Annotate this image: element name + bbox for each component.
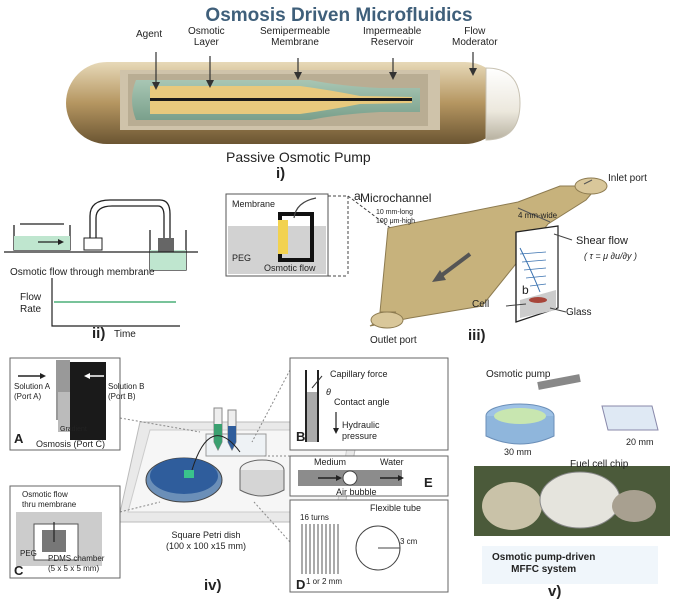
- iv-B-contact-angle: Contact angle: [334, 397, 390, 407]
- mffc-system-photo: [474, 374, 670, 584]
- label-reservoir: Impermeable Reservoir: [363, 26, 422, 48]
- panel-v-caption: Osmotic pump-driven MFFC system: [492, 552, 596, 575]
- iv-C-peg: PEG: [20, 549, 37, 558]
- iv-D-turns: 16 turns: [300, 513, 329, 522]
- panel-iv: A Solution A (Port A) Solution B (Port B…: [0, 352, 460, 604]
- label-shear-flow: Shear flow: [576, 235, 628, 247]
- panel-i-caption: Passive Osmotic Pump: [226, 149, 371, 165]
- iv-E-air-bubble: Air bubble: [336, 487, 377, 497]
- iv-A-gradient: Gradient: [60, 426, 87, 433]
- iv-petri-dish: Square Petri dish (100 x 100 x15 mm): [166, 530, 247, 551]
- panel-i: Agent Osmotic Layer Semipermeable Membra…: [0, 0, 678, 182]
- label-osmotic-pump: Osmotic pump: [486, 369, 551, 380]
- iv-C-chamber: PDMS chamber (5 x 5 x 5 mm): [48, 554, 105, 573]
- iv-B-letter: B: [296, 429, 306, 444]
- osmotic-pump-illustration: [66, 52, 521, 144]
- label-20mm: 20 mm: [626, 437, 654, 447]
- iv-A-solution-b: Solution B (Port B): [108, 382, 145, 401]
- iv-D-pitch: 1 or 2 mm: [306, 577, 343, 586]
- panel-v-numeral: v): [548, 583, 562, 600]
- panel-ii-numeral: ii): [92, 325, 106, 342]
- label-peg-iii: PEG: [232, 253, 252, 263]
- iv-E-water: Water: [380, 457, 404, 467]
- iv-B-hydraulic: Hydraulic pressure: [342, 420, 380, 441]
- iv-B-theta: θ: [326, 387, 331, 397]
- label-inlet-port: Inlet port: [608, 173, 647, 184]
- label-osmotic-layer: Osmotic Layer: [188, 26, 225, 48]
- label-outlet-port: Outlet port: [370, 335, 417, 346]
- iv-C-letter: C: [14, 563, 24, 578]
- panel-ii-caption: Osmotic flow through membrane: [10, 267, 155, 278]
- panel-iv-numeral: iv): [204, 577, 222, 594]
- label-flow-moderator: Flow Moderator: [452, 26, 498, 48]
- label-channel-dims: 10 mm-long 100 μm-high: [376, 209, 416, 225]
- iv-A-letter: A: [14, 431, 24, 446]
- label-30mm: 30 mm: [504, 447, 532, 457]
- iv-A-osmosis: Osmosis (Port C): [36, 439, 106, 449]
- label-fuel-cell-chip: Fuel cell chip: [570, 459, 629, 470]
- label-microchannel: Microchannel: [360, 191, 432, 205]
- label-membrane: Semipermeable Membrane: [260, 26, 331, 48]
- microchannel-illustration: [225, 177, 608, 329]
- label-b: b: [522, 283, 529, 297]
- label-shear-formula: ( τ = μ ∂u/∂y ): [584, 251, 637, 261]
- label-agent: Agent: [136, 29, 163, 40]
- panel-i-numeral: i): [276, 165, 286, 182]
- iv-C-flow: Osmotic flow thru membrane: [22, 490, 77, 509]
- iv-D-letter: D: [296, 577, 306, 592]
- panel-iii-numeral: iii): [468, 327, 486, 344]
- osmotic-flow-schematic: [4, 199, 198, 327]
- iv-B-capillary: Capillary force: [330, 369, 388, 379]
- iv-A-solution-a: Solution A (Port A): [14, 382, 51, 401]
- petri-dish-setup: [9, 357, 449, 593]
- panel-v: Osmotic pump 30 mm 20 mm Fuel cell chip …: [462, 356, 678, 604]
- flow-rate-axis-label: Flow Rate: [20, 292, 42, 315]
- page-title: Osmosis Driven Microfluidics: [205, 5, 473, 26]
- inset-label-a: a: [354, 189, 361, 203]
- label-membrane-iii: Membrane: [232, 199, 276, 209]
- label-osmotic-flow-iii: Osmotic flow: [264, 263, 316, 273]
- label-channel-width: 4 mm-wide: [518, 211, 558, 220]
- time-axis-label: Time: [114, 329, 136, 340]
- panel-iii: a Membrane PEG Osmotic flow Microchannel…: [220, 168, 678, 350]
- iv-E-letter: E: [424, 475, 433, 490]
- iv-D-diameter: 3 cm: [400, 537, 418, 546]
- label-glass: Glass: [566, 307, 592, 318]
- iv-E-medium: Medium: [314, 457, 347, 467]
- label-cell: Cell: [472, 299, 490, 310]
- iv-D-tube: Flexible tube: [370, 503, 422, 513]
- panel-ii: Osmotic flow through membrane Flow Rate …: [0, 180, 220, 350]
